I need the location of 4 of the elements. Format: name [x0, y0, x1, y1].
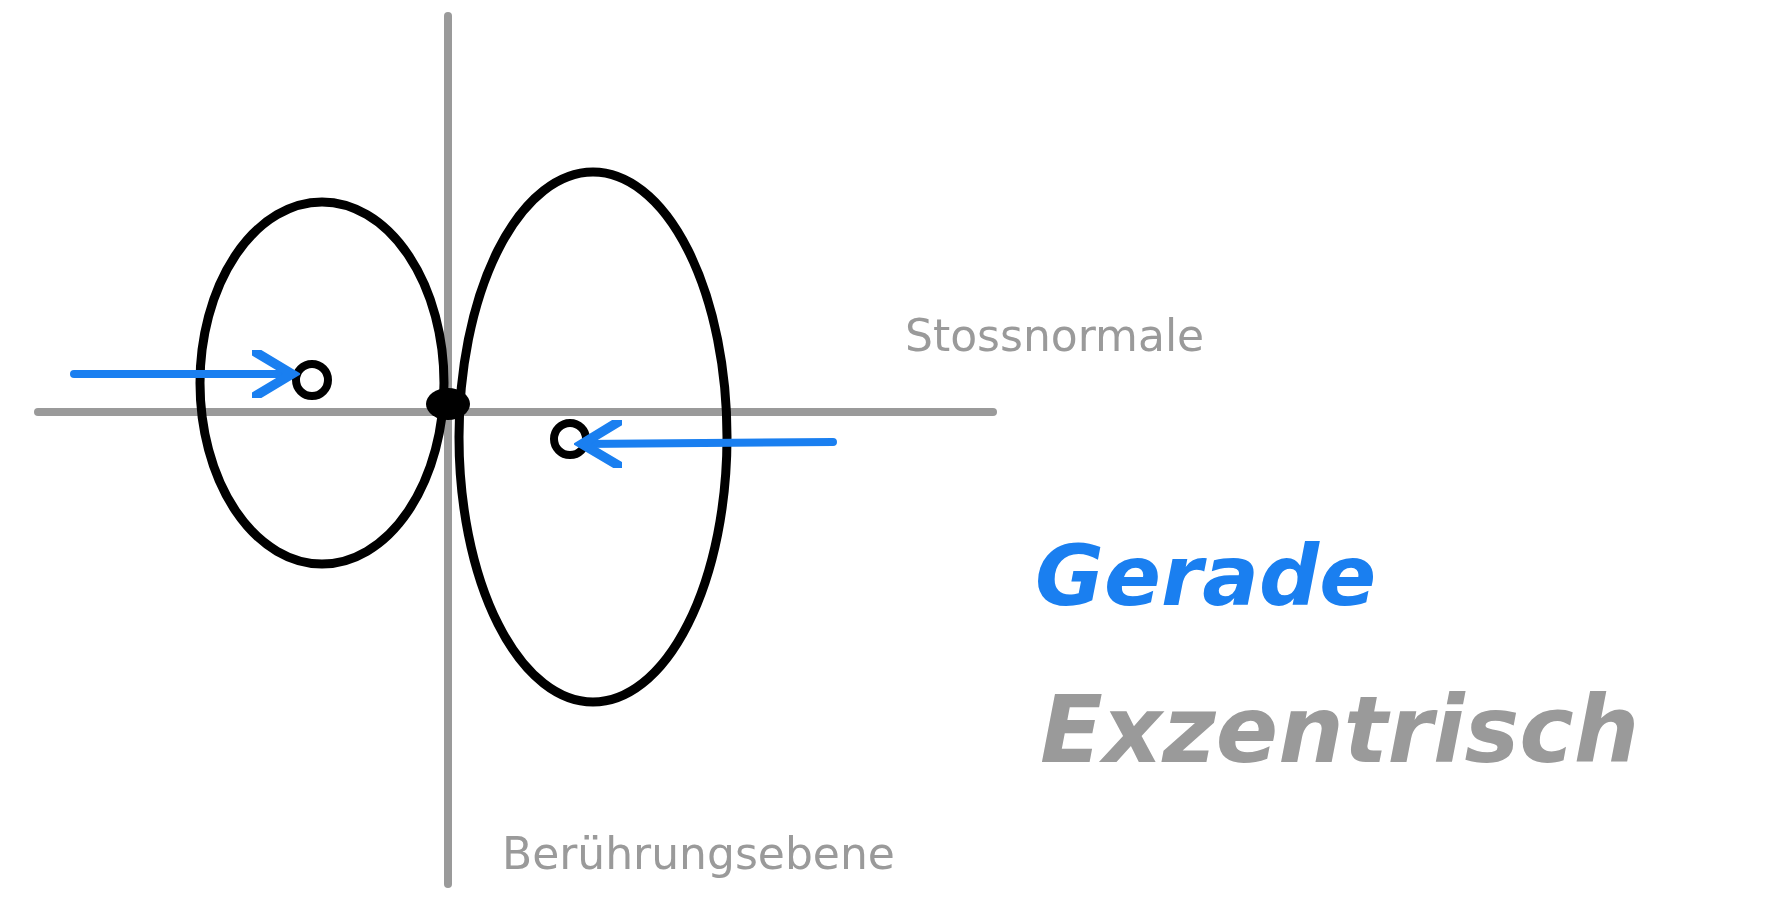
- handwritten-note: Gerade: [1035, 530, 1377, 623]
- axis-label: Berührungsebene: [502, 830, 895, 879]
- handwritten-note: Exzentrisch: [1040, 680, 1640, 782]
- axis-label: Stossnormale: [905, 312, 1205, 361]
